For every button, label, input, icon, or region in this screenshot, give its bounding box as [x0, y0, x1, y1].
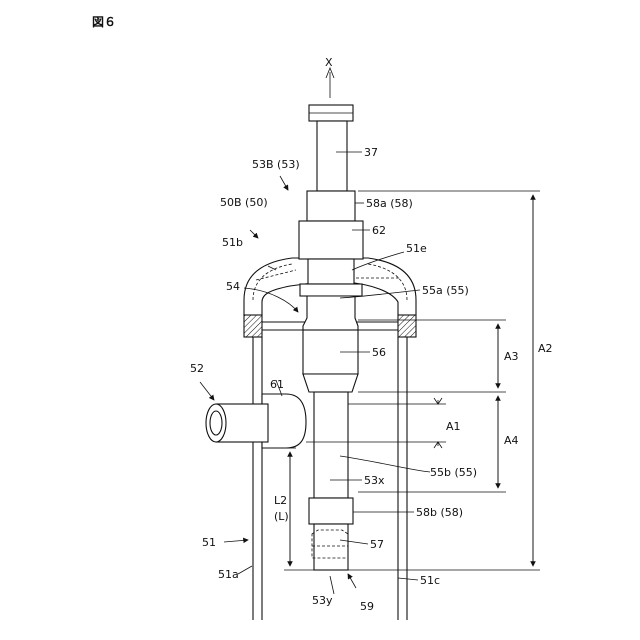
label-52: 52	[190, 362, 204, 375]
axis-x-label: X	[325, 56, 333, 69]
label-l2: L2	[274, 494, 287, 507]
shaft-55b	[314, 392, 348, 498]
label-53x: 53x	[364, 474, 385, 487]
collar-62	[299, 221, 363, 259]
label-58b: 58b (58)	[416, 506, 463, 519]
label-61: 61	[270, 378, 284, 391]
label-57: 57	[370, 538, 384, 551]
label-a3: A3	[504, 350, 519, 363]
label-a1: A1	[446, 420, 461, 433]
sleeve-58b	[309, 498, 353, 524]
label-50b: 50B (50)	[220, 196, 268, 209]
label-51b: 51b	[222, 236, 243, 249]
label-a4: A4	[504, 434, 519, 447]
label-51: 51	[202, 536, 216, 549]
figure-title: 図６	[92, 15, 116, 29]
label-58a: 58a (58)	[366, 197, 413, 210]
body-55a-56	[300, 259, 362, 392]
sleeve-58a	[307, 191, 355, 221]
side-pipe-52	[206, 394, 306, 448]
label-l: (L)	[274, 510, 289, 523]
label-51c: 51c	[420, 574, 440, 587]
label-59: 59	[360, 600, 374, 613]
label-51a: 51a	[218, 568, 239, 581]
label-54: 54	[226, 280, 240, 293]
rod-37	[309, 105, 353, 191]
label-53y: 53y	[312, 594, 333, 607]
label-a2: A2	[538, 342, 553, 355]
label-62: 62	[372, 224, 386, 237]
label-51e: 51e	[406, 242, 427, 255]
label-56: 56	[372, 346, 386, 359]
label-55b: 55b (55)	[430, 466, 477, 479]
label-55a: 55a (55)	[422, 284, 469, 297]
axis-x: X	[325, 56, 334, 98]
label-37: 37	[364, 146, 378, 159]
label-53b: 53B (53)	[252, 158, 300, 171]
bottom-part-59	[312, 524, 348, 570]
